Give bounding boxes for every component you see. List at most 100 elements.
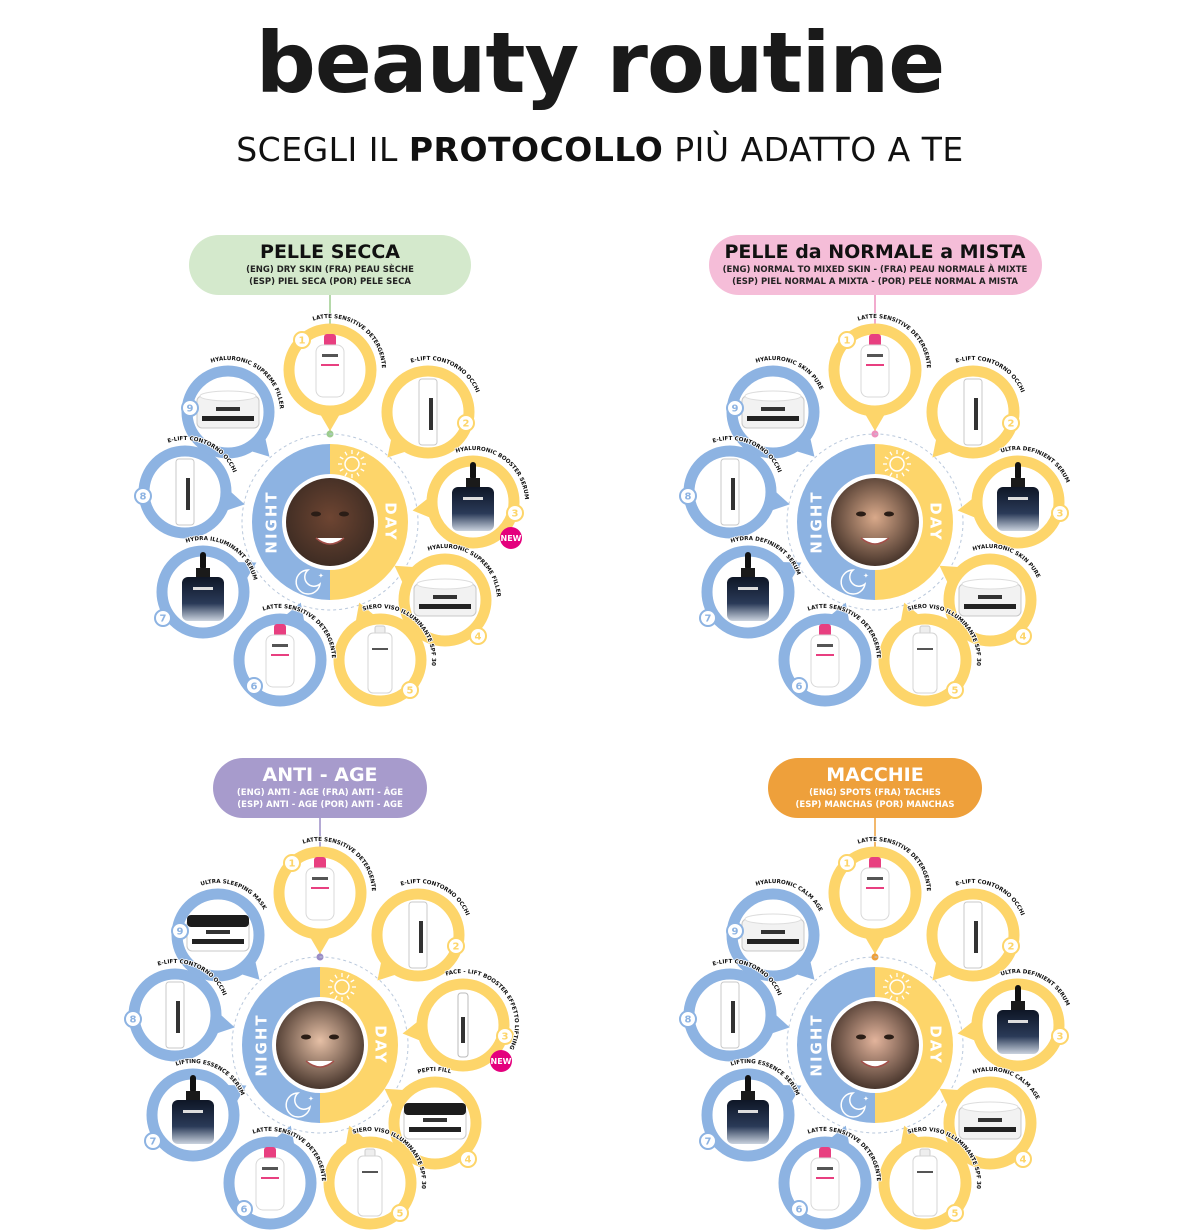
dropper-bottle	[727, 1100, 769, 1144]
step-number-badge	[726, 922, 744, 940]
tube-body	[720, 981, 740, 1049]
face-photo	[831, 478, 919, 566]
sun-icon	[328, 973, 356, 1001]
tube-label	[731, 1001, 735, 1033]
bottle-logo	[867, 877, 883, 880]
sun-ray	[346, 995, 350, 1000]
routine-step-8: 8	[679, 445, 790, 539]
routine-step-3: 3	[957, 978, 1069, 1072]
step-number: 4	[1020, 1155, 1027, 1166]
bottle-stripe	[816, 1177, 834, 1179]
bottle-body	[860, 867, 890, 921]
routine-step-4: 4	[394, 553, 492, 647]
step-number-badge	[447, 937, 465, 955]
step-number: 7	[705, 614, 712, 625]
step-number-badge	[1014, 627, 1032, 645]
jar-cream	[961, 1101, 1019, 1113]
sun-ray	[884, 468, 889, 472]
dropper-pipette	[745, 552, 751, 570]
step-number-badge	[838, 854, 856, 872]
face-smile	[315, 537, 345, 545]
spray-logo	[917, 1171, 933, 1173]
sun-core	[344, 456, 360, 472]
dropper-bottle	[452, 487, 494, 531]
bottle-body	[810, 634, 840, 688]
step-number: 2	[453, 942, 460, 953]
jar-lid	[187, 915, 249, 927]
tube-body	[165, 981, 185, 1049]
sun-ray	[360, 468, 365, 472]
protocol-header-4: MACCHIE(ENG) SPOTS (FRA) TACHES(ESP) MAN…	[768, 758, 982, 818]
jar-logo	[978, 1118, 1002, 1122]
routine-step-5: 5	[878, 1125, 972, 1230]
step-number: 8	[685, 492, 692, 503]
bottle-logo	[262, 1167, 278, 1170]
sun-ray	[356, 451, 360, 456]
bottle-cap	[869, 857, 881, 870]
face-smile	[860, 537, 890, 545]
jar-logo	[206, 930, 230, 934]
face-smile	[305, 1060, 335, 1068]
moon-star: ✦	[318, 572, 324, 580]
step-number-badge	[283, 854, 301, 872]
step-number-badge	[946, 681, 964, 699]
jar-cream	[744, 913, 802, 925]
sun-ray	[360, 456, 365, 460]
page-title: beauty routine	[255, 14, 945, 112]
subtitle-post: PIÙ ADATTO A TE	[663, 130, 964, 169]
step-number: 5	[952, 686, 959, 697]
routine-step-4: 4	[939, 1076, 1037, 1170]
new-badge	[490, 1050, 512, 1072]
sun-ray	[356, 472, 360, 477]
face-eye	[329, 1034, 339, 1040]
sun-ray	[346, 974, 350, 979]
dropper-logo	[463, 497, 483, 500]
step-number-badge	[144, 1132, 162, 1150]
routine-step-9: 9	[726, 888, 820, 982]
bottle-stripe	[271, 654, 289, 656]
routine-step-6: 6	[778, 1125, 872, 1230]
jar-band	[409, 1127, 461, 1132]
sun-ray	[901, 974, 905, 979]
step-number-badge	[790, 677, 808, 695]
step-number: 1	[299, 336, 306, 347]
step-number-badge	[245, 677, 263, 695]
step-number: 1	[289, 859, 296, 870]
step-number: 3	[512, 509, 519, 520]
protocol-translation: (ENG) NORMAL TO MIXED SKIN - (FRA) PEAU …	[722, 265, 1028, 275]
routine-step-7: 7	[154, 545, 257, 639]
dropper-neck	[741, 1091, 755, 1101]
dropper-bottle	[182, 577, 224, 621]
step-number: 8	[685, 1015, 692, 1026]
step-number: 8	[140, 492, 147, 503]
step-number: 6	[241, 1205, 248, 1216]
dropper-neck	[1011, 1001, 1025, 1011]
night-label: NIGHT	[808, 1013, 826, 1076]
bottle-stripe	[816, 654, 834, 656]
routine-step-6: 6	[233, 602, 327, 707]
step-number-badge	[124, 1010, 142, 1028]
step-number-badge	[469, 627, 487, 645]
bottle-logo	[322, 354, 338, 357]
bottle-stripe	[261, 1177, 279, 1179]
tube-body	[175, 458, 195, 526]
step-number: 4	[475, 632, 482, 643]
step-number-badge	[459, 1150, 477, 1168]
dropper-logo	[738, 587, 758, 590]
subtitle-pre: SCEGLI IL	[236, 130, 409, 169]
dropper-pipette	[200, 552, 206, 570]
bottle-cap	[869, 334, 881, 347]
step-number: 3	[1057, 1032, 1064, 1043]
day-label: DAY	[372, 1025, 390, 1065]
jar-logo	[761, 930, 785, 934]
sun-core	[889, 456, 905, 472]
new-badge-label: NEW	[501, 534, 522, 543]
jar-cream	[416, 578, 474, 590]
protocol-title: ANTI - AGE	[262, 764, 378, 786]
jar-logo	[433, 595, 457, 599]
jar-logo	[423, 1118, 447, 1122]
moon-star: ✦	[863, 1095, 869, 1103]
tube-body	[418, 378, 438, 446]
step-number: 7	[160, 614, 167, 625]
